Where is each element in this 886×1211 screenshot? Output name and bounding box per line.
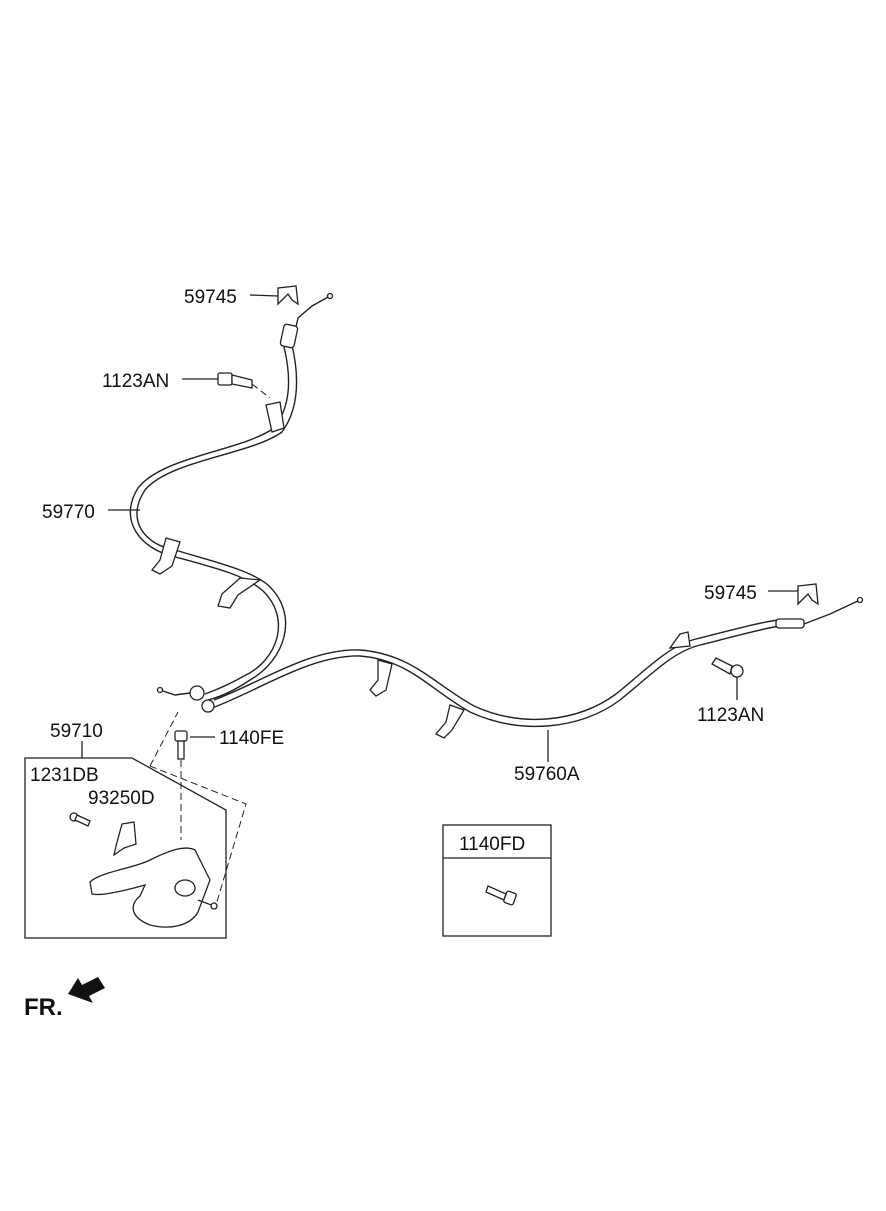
leader-lines [81, 294, 798, 762]
label-bolt-box: 1140FD [459, 834, 525, 855]
bolt-box-1140fd [442, 824, 552, 937]
label-clip-right: 59745 [704, 583, 757, 604]
label-clip-switch: 93250D [88, 788, 155, 809]
lever-assembly-box [24, 711, 247, 939]
label-cable-right: 59760A [514, 764, 580, 785]
bolt-top [217, 372, 271, 399]
bolt-right [711, 657, 744, 678]
arrow-down-left-icon [68, 977, 105, 1003]
label-screw: 1231DB [30, 765, 99, 786]
label-cable-left: 59770 [42, 502, 95, 523]
label-clip-top: 59745 [184, 287, 237, 308]
clip-top [277, 285, 299, 306]
front-direction-indicator: FR. [24, 977, 105, 1021]
right-rear-cable [201, 596, 864, 739]
label-front: FR. [24, 994, 63, 1021]
label-bolt-top: 1123AN [102, 371, 169, 392]
label-bolt-right: 1123AN [697, 705, 764, 726]
label-lever-assembly: 59710 [50, 721, 103, 742]
left-rear-cable [129, 292, 334, 701]
clip-right [797, 583, 819, 606]
bolt-center [174, 730, 188, 840]
label-bolt-center: 1140FE [219, 728, 284, 749]
